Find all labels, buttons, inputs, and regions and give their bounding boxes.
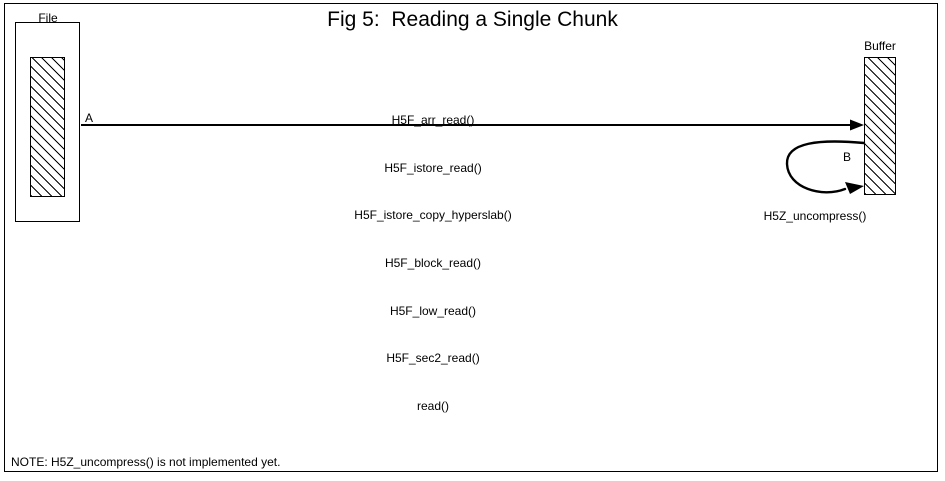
call-stack-line: H5F_low_read(): [389, 303, 477, 318]
call-stack-line: H5F_istore_copy_hyperslab(): [354, 208, 512, 223]
edge-label-a: A: [85, 111, 94, 125]
call-stack-line: H5F_sec2_read(): [386, 351, 480, 366]
edge-label-b: B: [843, 150, 852, 164]
uncompress-call-label: H5Z_uncompress(): [763, 209, 867, 223]
call-stack-line: H5F_istore_read(): [384, 160, 482, 175]
file-chunk-hatched: [30, 57, 65, 197]
buffer-label: Buffer: [864, 39, 896, 53]
call-stack-line: read(): [416, 399, 449, 414]
file-label: File: [38, 11, 58, 25]
footer-note: NOTE: H5Z_uncompress() is not implemente…: [11, 455, 281, 469]
call-stack-line: H5F_arr_read(): [391, 112, 475, 127]
call-stack-line: H5F_block_read(): [384, 255, 482, 270]
page-border: [4, 3, 938, 472]
read-call-stack: H5F_arr_read() H5F_istore_read() H5F_ist…: [318, 81, 548, 447]
figure-title: Fig 5: Reading a Single Chunk: [327, 8, 618, 31]
buffer-box-hatched: [864, 57, 896, 195]
